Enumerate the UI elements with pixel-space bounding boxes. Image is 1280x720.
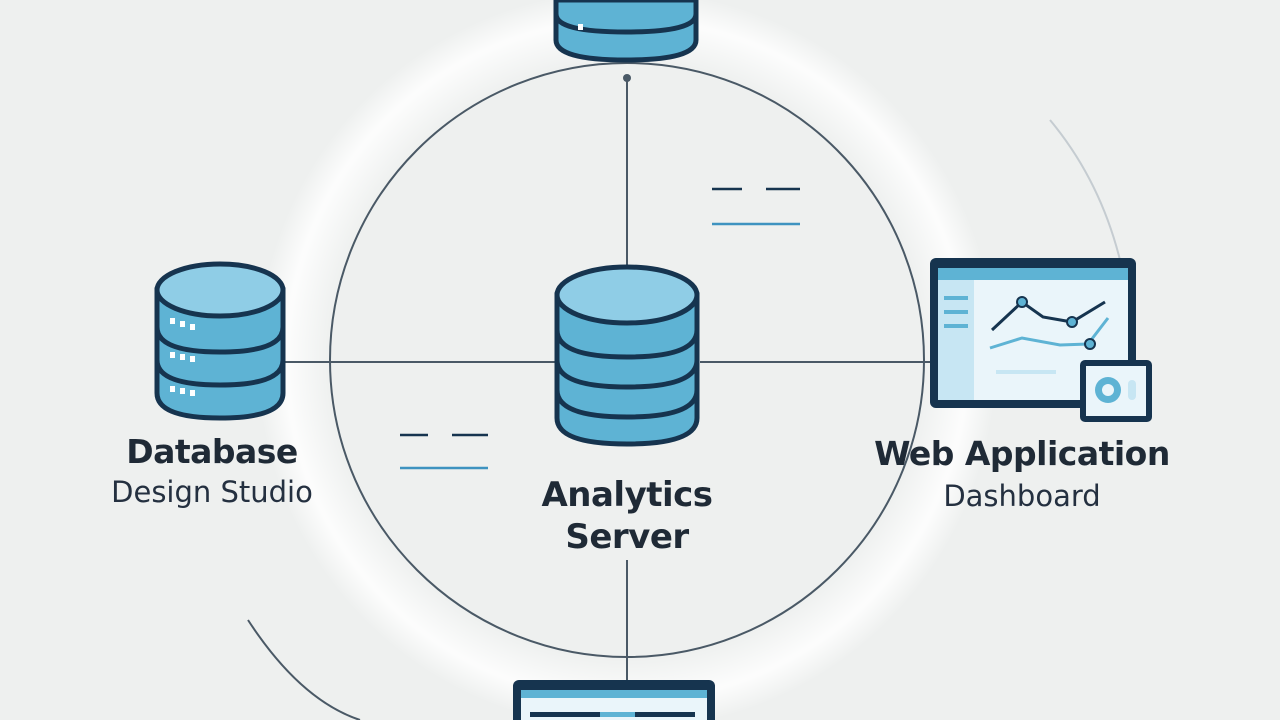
analytics-label: Analytics Server (502, 474, 752, 558)
database-cylinder-icon (154, 261, 286, 421)
database-label: Database Design Studio (92, 432, 332, 509)
outer-arc-right (1049, 119, 1121, 261)
connector-dot (623, 74, 631, 82)
web-title: Web Application (874, 434, 1170, 473)
database-cylinder-icon (553, 0, 699, 63)
analytics-title-line1: Analytics (541, 475, 713, 515)
database-title: Database (126, 432, 298, 471)
laptop-icon (513, 680, 715, 720)
dash-marks-left (400, 433, 488, 470)
web-subtitle: Dashboard (943, 479, 1101, 513)
database-cylinder-icon (554, 264, 700, 447)
dashboard-monitor-icon (930, 258, 1152, 422)
web-label: Web Application Dashboard (862, 434, 1182, 513)
database-subtitle: Design Studio (111, 475, 313, 509)
analytics-title-line2: Server (565, 517, 689, 557)
dash-marks-top (712, 187, 800, 226)
outer-arc-left (247, 619, 361, 720)
